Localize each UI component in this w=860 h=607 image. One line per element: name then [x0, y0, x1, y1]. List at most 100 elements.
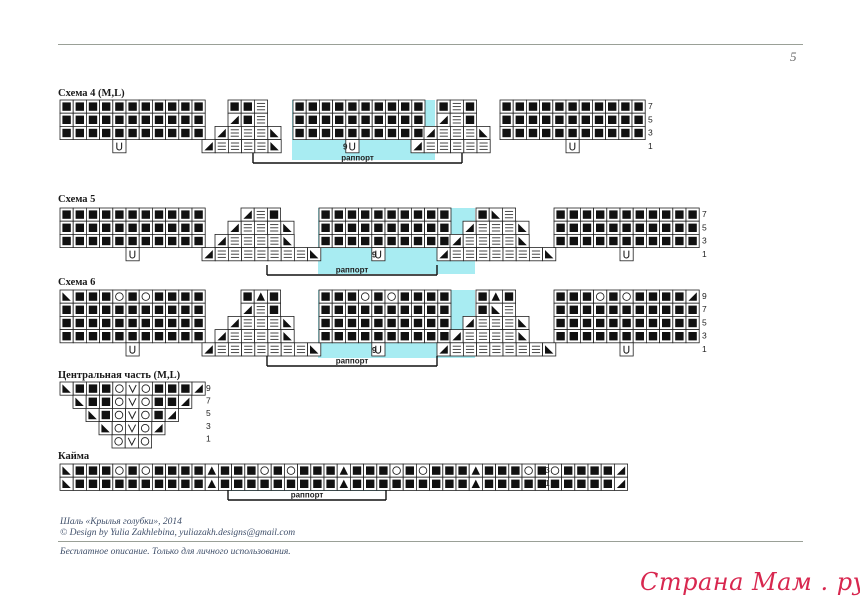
left-decrease-triangle-cell: [462, 220, 477, 235]
knit-square-cell: [318, 207, 333, 222]
purl-lines-cell: [227, 139, 242, 154]
knit-square-cell: [59, 329, 74, 344]
knit-square-cell: [191, 220, 206, 235]
schema-6-row-number: 5: [702, 317, 707, 327]
knit-square-cell: [619, 302, 634, 317]
purl-lines-cell: [475, 315, 490, 330]
purl-lines-cell: [240, 329, 255, 344]
knit-square-cell: [358, 126, 373, 141]
schema-4-row-number: 1: [648, 141, 653, 151]
knit-square-cell: [553, 233, 568, 248]
knit-square-cell: [86, 302, 101, 317]
title-kaima: Кайма: [58, 451, 90, 462]
footer-title: Шаль «Крылья голубки», 2014: [60, 517, 182, 527]
knit-square-cell: [593, 315, 608, 330]
left-decrease-triangle-cell: [201, 247, 216, 262]
knit-square-cell: [437, 220, 452, 235]
knit-square-cell: [99, 463, 114, 478]
left-decrease-triangle-cell: [191, 381, 206, 396]
knit-square-cell: [424, 315, 439, 330]
center-part-row-number: 3: [206, 421, 211, 431]
knit-square-cell: [363, 476, 378, 491]
right-decrease-triangle-cell: [280, 233, 295, 248]
knit-square-cell: [99, 207, 114, 222]
left-decrease-triangle-cell: [685, 289, 700, 304]
knit-square-cell: [125, 476, 140, 491]
knit-square-cell: [411, 112, 426, 127]
knit-square-cell: [580, 315, 595, 330]
right-decrease-triangle-cell: [98, 421, 113, 436]
knit-square-cell: [600, 463, 615, 478]
right-decrease-triangle-cell: [59, 381, 74, 396]
knit-square-cell: [508, 476, 523, 491]
knit-square-cell: [512, 126, 527, 141]
knit-square-cell: [345, 126, 360, 141]
knit-square-cell: [244, 463, 259, 478]
knit-square-cell: [566, 220, 581, 235]
knit-square-cell: [499, 126, 514, 141]
knit-square-cell: [593, 220, 608, 235]
knit-square-cell: [178, 463, 193, 478]
purl-lines-cell: [280, 342, 295, 357]
knit-square-cell: [59, 233, 74, 248]
knit-square-cell: [72, 476, 87, 491]
knit-square-cell: [384, 302, 399, 317]
knit-square-cell: [99, 329, 114, 344]
purl-lines-cell: [423, 139, 438, 154]
centered-decrease-triangle-cell: [336, 463, 351, 478]
repeat-s5-label: раппорт: [336, 266, 369, 275]
knit-square-cell: [191, 112, 206, 127]
knit-square-cell: [685, 315, 700, 330]
purl-lines-cell: [267, 315, 282, 330]
knit-square-cell: [310, 476, 325, 491]
knit-square-cell: [86, 329, 101, 344]
yarn-over-circle-cell: [138, 289, 153, 304]
knit-square-cell: [72, 463, 87, 478]
knit-square-cell: [72, 329, 87, 344]
knit-square-cell: [151, 112, 166, 127]
yarn-over-circle-cell: [619, 289, 634, 304]
purl-lines-cell: [267, 342, 282, 357]
knit-square-cell: [151, 394, 166, 409]
knit-square-cell: [227, 99, 242, 114]
knit-square-cell: [605, 126, 620, 141]
knit-square-cell: [553, 302, 568, 317]
centered-decrease-triangle-cell: [468, 463, 483, 478]
knit-square-cell: [632, 329, 647, 344]
knit-square-cell: [344, 315, 359, 330]
footer-license: Бесплатное описание. Только для личного …: [60, 547, 291, 557]
left-decrease-triangle-cell: [436, 112, 451, 127]
knit-square-cell: [553, 329, 568, 344]
purl-lines-cell: [267, 247, 282, 262]
yarn-over-circle-cell: [358, 289, 373, 304]
knit-square-cell: [475, 302, 490, 317]
knit-square-cell: [495, 476, 510, 491]
center-part-row-number: 1: [206, 433, 211, 443]
knit-square-cell: [323, 463, 338, 478]
knit-square-cell: [358, 329, 373, 344]
knit-square-cell: [86, 476, 101, 491]
double-decrease-v-cell: [125, 407, 140, 422]
left-decrease-triangle-cell: [462, 315, 477, 330]
knit-square-cell: [270, 463, 285, 478]
knit-square-cell: [659, 220, 674, 235]
right-decrease-triangle-cell: [488, 302, 503, 317]
yarn-over-circle-cell: [521, 463, 536, 478]
knit-square-cell: [178, 476, 193, 491]
knit-square-cell: [138, 112, 153, 127]
knit-square-cell: [358, 99, 373, 114]
knit-square-cell: [619, 329, 634, 344]
knit-square-cell: [659, 233, 674, 248]
knit-square-cell: [331, 289, 346, 304]
knit-square-cell: [138, 476, 153, 491]
knit-square-cell: [526, 112, 541, 127]
right-decrease-triangle-cell: [542, 342, 557, 357]
right-decrease-triangle-cell: [515, 329, 530, 344]
footer-rule: [58, 541, 803, 542]
knit-square-cell: [240, 289, 255, 304]
knit-square-cell: [99, 126, 114, 141]
right-decrease-triangle-cell: [59, 289, 74, 304]
knit-square-cell: [580, 220, 595, 235]
increase-symbol-cell: [619, 342, 634, 357]
knit-square-cell: [99, 233, 114, 248]
